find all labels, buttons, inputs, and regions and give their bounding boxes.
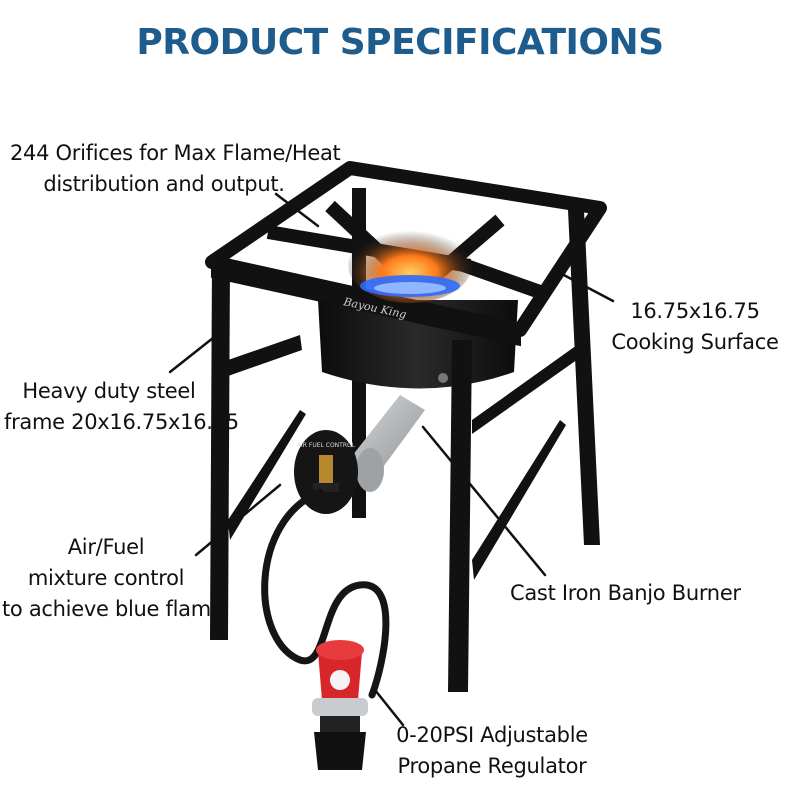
- banjo-burner-pipe: [345, 395, 425, 492]
- cooking-surface-callout-line2: Cooking Surface: [611, 330, 779, 354]
- air-fuel-callout: Air/Fuel mixture control to achieve blue…: [2, 532, 224, 625]
- frame-callout-line1: Heavy duty steel: [22, 379, 196, 403]
- callout-leader-lines: [168, 192, 615, 727]
- orifices-callout-line2: distribution and output.: [43, 172, 285, 196]
- cooking-surface-callout-line1: 16.75x16.75: [630, 299, 760, 323]
- air-fuel-callout-line1: Air/Fuel: [67, 535, 145, 559]
- propane-regulator: [312, 640, 368, 770]
- frame-callout: Heavy duty steel frame 20x16.75x16.75: [4, 376, 239, 438]
- propane-hose: [261, 488, 390, 699]
- banjo-burner-callout-line1: Cast Iron Banjo Burner: [510, 581, 741, 605]
- front-legs: [210, 262, 588, 692]
- svg-text:AIR FUEL CONTROL: AIR FUEL CONTROL: [297, 442, 356, 449]
- regulator-callout: 0-20PSI Adjustable Propane Regulator: [392, 720, 592, 782]
- burner-flame: [348, 227, 472, 303]
- orifices-callout: 244 Orifices for Max Flame/Heat distribu…: [10, 138, 341, 200]
- orifices-callout-line1: 244 Orifices for Max Flame/Heat: [10, 141, 341, 165]
- air-fuel-callout-line3: to achieve blue flame: [2, 597, 224, 621]
- banjo-burner-callout: Cast Iron Banjo Burner: [510, 578, 790, 609]
- frame-callout-line2: frame 20x16.75x16.75: [4, 410, 239, 434]
- air-fuel-callout-line2: mixture control: [27, 566, 185, 590]
- regulator-callout-line2: Propane Regulator: [397, 754, 587, 778]
- cooking-surface-callout: 16.75x16.75 Cooking Surface: [610, 296, 780, 358]
- page-title: PRODUCT SPECIFICATIONS: [136, 22, 664, 63]
- regulator-callout-line1: 0-20PSI Adjustable: [396, 723, 588, 747]
